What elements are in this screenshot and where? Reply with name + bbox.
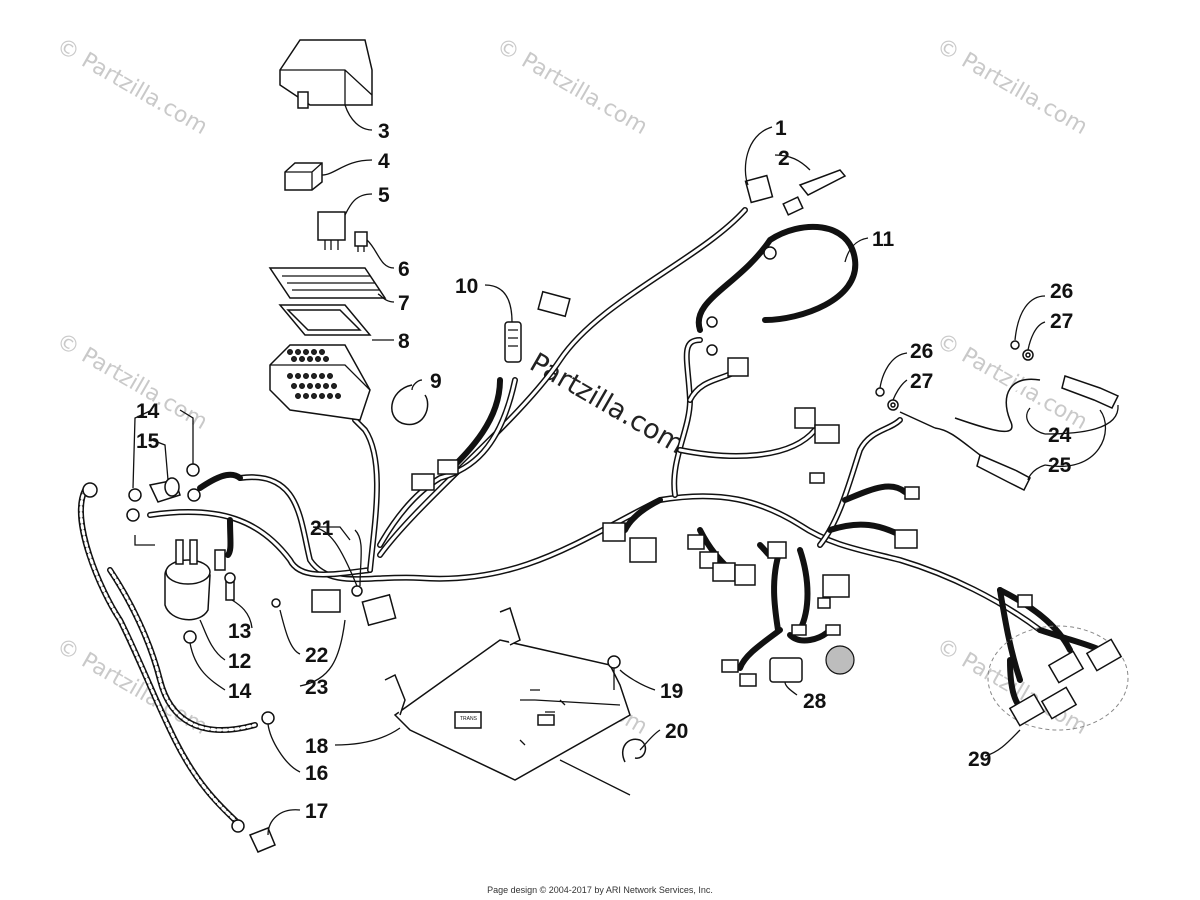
callout-7: 7 [398,292,410,315]
callout-28: 28 [803,690,827,713]
fuse [354,231,368,252]
main-harness [147,207,1103,715]
relay-small [284,162,323,191]
callout-29: 29 [968,748,991,771]
callout-23: 23 [305,676,328,699]
callout-27: 27 [1050,310,1073,333]
watermark: © Partzilla.com [52,34,212,141]
callout-10: 10 [455,275,478,298]
page-footer: Page design © 2004-2017 by ARI Network S… [487,885,713,895]
callout-25: 25 [1048,454,1072,477]
clip-ring [391,384,429,426]
washers [875,340,1034,411]
trans-label: TRANS [460,716,478,722]
watermark: © Partzilla.com [932,34,1092,141]
callout-19: 19 [660,680,683,703]
callout-13: 13 [228,620,251,643]
connector-group [987,625,1129,731]
callout-24: 24 [1048,424,1072,447]
callout-26: 26 [1050,280,1073,303]
fuse-box-cavities [287,349,341,399]
callout-27: 27 [910,370,933,393]
callout-26: 26 [910,340,933,363]
sensor-connector [504,321,522,363]
callout-21: 21 [310,517,334,540]
screw [224,572,236,601]
connector-cluster [721,624,855,687]
sensors [899,375,1120,492]
callout-14: 14 [136,400,160,423]
callout-4: 4 [378,150,390,173]
relay [317,211,346,250]
ring-terminals [706,246,777,356]
callout-22: 22 [305,644,328,667]
battery-cables [78,482,276,853]
callout-17: 17 [305,800,328,823]
callout-6: 6 [398,258,410,281]
watermark-group: © Partzilla.com © Partzilla.com © Partzi… [52,34,1092,741]
nuts [126,463,201,644]
callout-numbers: 1 2 3 4 5 6 7 8 9 10 11 12 13 14 14 15 1… [136,117,1073,823]
wire-clip [621,738,647,763]
connectors-mid [411,290,1033,609]
callout-11: 11 [872,228,895,251]
relay-cover [279,39,373,109]
push-pin [607,655,621,690]
small-relays [271,585,397,627]
leader-lines [132,104,1119,836]
connector-top [744,169,847,216]
callout-16: 16 [305,762,328,785]
callout-20: 20 [665,720,688,743]
starter-solenoid [164,539,226,621]
callout-12: 12 [228,650,251,673]
watermark: © Partzilla.com [52,329,212,436]
callout-18: 18 [305,735,329,758]
terminal-boot [148,477,181,503]
callout-8: 8 [398,330,410,353]
callout-15: 15 [136,430,160,453]
mounting-plate [384,607,631,781]
watermark-center: Partzilla.com [525,347,690,460]
fuse-box-gasket [278,304,372,336]
callout-5: 5 [378,184,390,207]
fuse-label-sheet [268,267,387,299]
callout-14: 14 [228,680,252,703]
callout-3: 3 [378,120,390,143]
fuse-box [269,344,371,421]
callout-2: 2 [778,147,790,170]
callout-1: 1 [775,117,787,140]
watermark: © Partzilla.com [492,34,652,141]
callout-9: 9 [430,370,442,393]
